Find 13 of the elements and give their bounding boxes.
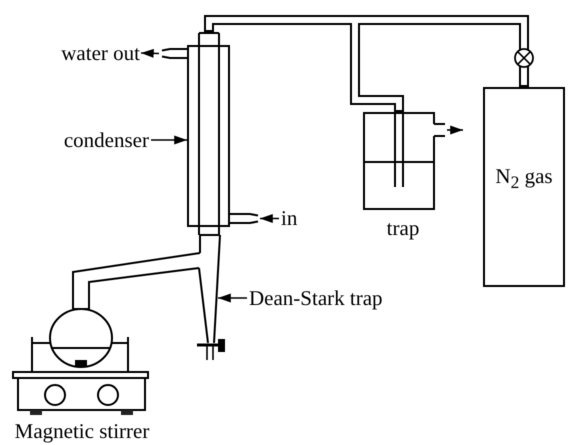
leader-arrow — [218, 294, 247, 302]
gas-cylinder — [483, 87, 565, 287]
part-label: condenser — [64, 128, 149, 152]
part-label: in — [281, 206, 298, 230]
leader-arrow — [151, 136, 187, 144]
part-label: water out — [61, 41, 140, 65]
part-label: trap — [386, 216, 420, 240]
leader-arrow — [140, 48, 160, 58]
part-label: N$_{2}$ gas — [495, 164, 553, 194]
arrow — [447, 126, 463, 134]
part-label: Magnetic stirrer — [14, 419, 150, 443]
part-label: Dean-Stark trap — [249, 286, 383, 310]
leader-arrow — [260, 214, 279, 223]
